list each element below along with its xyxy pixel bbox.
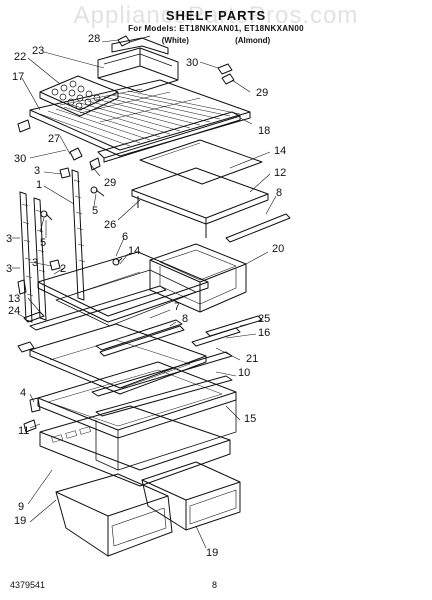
callout-15: 15: [244, 413, 257, 425]
callout-29a: 29: [256, 87, 269, 99]
leader-lines: [12, 39, 277, 549]
glass-shelf-middle: [37, 251, 209, 327]
callout-5a: 5: [92, 205, 99, 217]
callout-8a: 8: [276, 187, 283, 199]
callout-13: 13: [8, 293, 21, 305]
callout-20: 20: [272, 243, 285, 255]
shelf-rails-middle: [17, 285, 263, 357]
callout-24: 24: [8, 305, 21, 317]
shelf-frame-upper: [131, 167, 291, 243]
callout-2: 2: [60, 263, 67, 275]
callout-14a: 14: [274, 145, 287, 157]
callout-30a: 30: [186, 57, 199, 69]
callout-10: 10: [238, 367, 251, 379]
callout-22: 22: [14, 51, 27, 63]
callout-21: 21: [246, 353, 259, 365]
shelf-rails-lower: [91, 351, 233, 417]
callout-17: 17: [12, 71, 25, 83]
document-number: 4379541: [10, 580, 46, 590]
glass-shelf-lower: [29, 323, 207, 395]
page-title: SHELF PARTS: [165, 8, 267, 23]
callout-19a: 19: [14, 515, 27, 527]
callout-9: 9: [18, 501, 25, 513]
callout-3b: 3: [6, 233, 13, 245]
callout-19b: 19: [206, 547, 219, 559]
page-number: 8: [212, 580, 218, 590]
callout-26: 26: [104, 219, 117, 231]
callout-14b: 14: [128, 245, 141, 257]
callout-11: 11: [18, 425, 30, 437]
callout-8b: 8: [182, 313, 189, 325]
callout-12: 12: [274, 167, 287, 179]
callout-28: 28: [88, 33, 101, 45]
wire-shelf: [29, 79, 251, 157]
callout-3d: 3: [6, 263, 13, 275]
ladder-rails: [17, 167, 86, 323]
callout-3c: 3: [32, 257, 39, 269]
shelf-clips-upper: [17, 35, 235, 171]
dairy-bin-assembly: [97, 35, 179, 93]
finish-labels: (White) (Almond): [0, 36, 432, 45]
callout-25: 25: [258, 313, 271, 325]
crisper-drawers: [55, 461, 241, 557]
callout-7: 7: [174, 301, 181, 313]
model-numbers: For Models: ET18NKXAN01, ET18NKXAN00: [128, 24, 304, 33]
callout-1: 1: [36, 179, 43, 191]
bracket-4: [23, 397, 41, 433]
callout-4: 4: [20, 387, 27, 399]
callout-30b: 30: [14, 153, 27, 165]
callout-16: 16: [258, 327, 271, 339]
callout-6: 6: [122, 231, 129, 243]
callout-18: 18: [258, 125, 271, 137]
finish-almond: (Almond): [235, 36, 271, 45]
callout-29b: 29: [104, 177, 117, 189]
callout-23: 23: [32, 45, 45, 57]
callout-5b: 5: [40, 237, 47, 249]
callout-3a: 3: [34, 165, 41, 177]
screws: [40, 186, 123, 266]
finish-white: (White): [161, 36, 189, 45]
shelf-rail-18: [97, 111, 241, 163]
glass-shelf-upper: [139, 139, 263, 185]
crisper-base: [39, 405, 231, 487]
callout-27: 27: [48, 133, 61, 145]
